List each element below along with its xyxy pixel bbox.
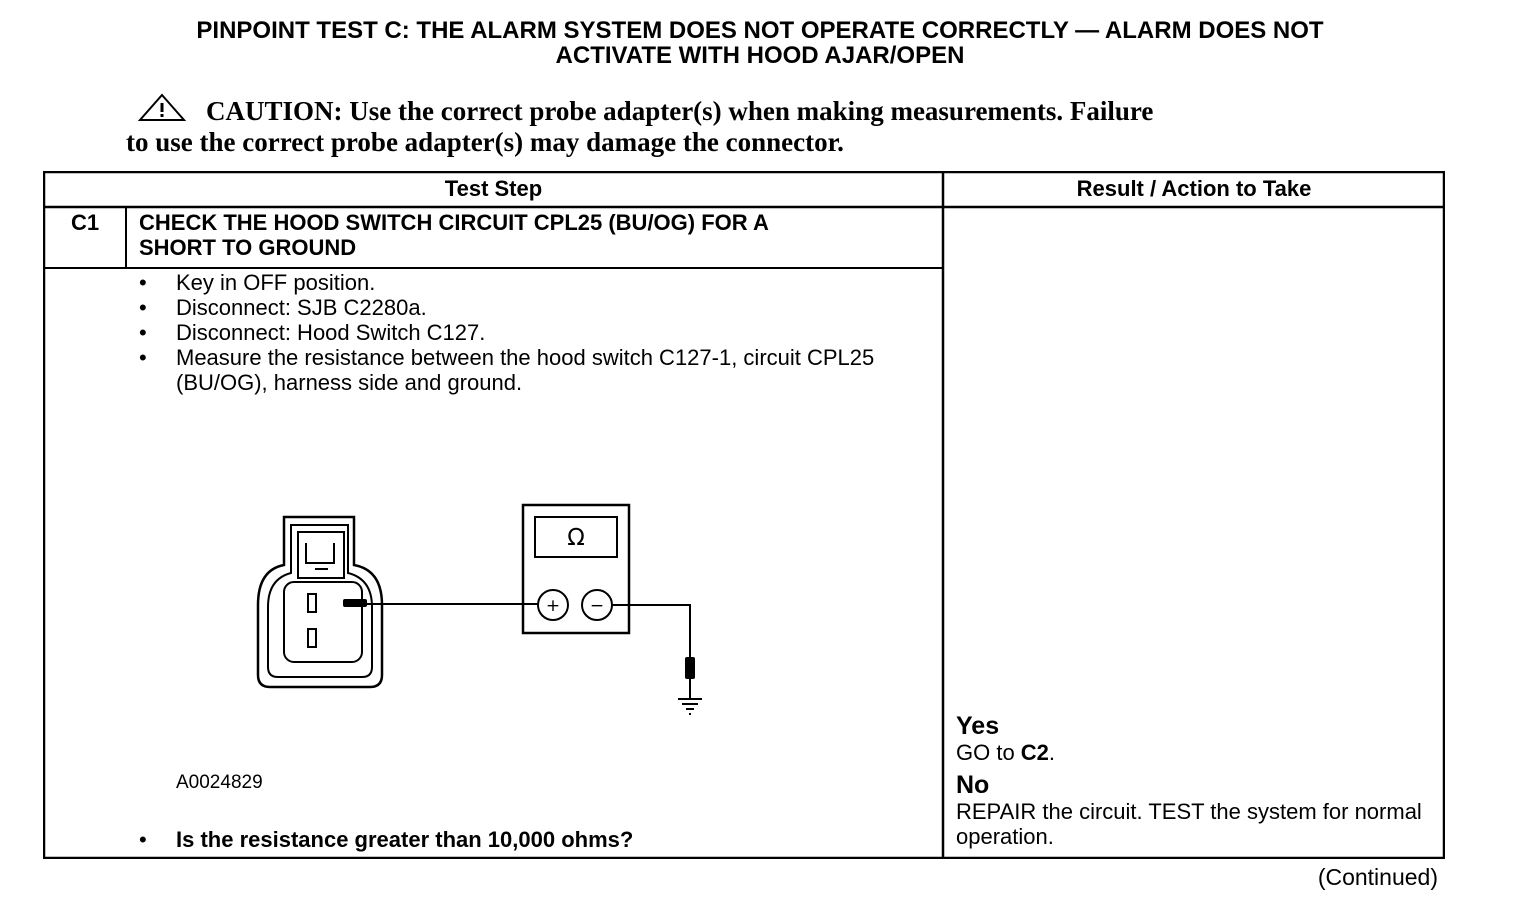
figure-id: A0024829 xyxy=(176,772,263,793)
step-instructions: Key in OFF position. Disconnect: SJB C22… xyxy=(139,270,929,395)
step-question: Is the resistance greater than 10,000 oh… xyxy=(139,827,633,853)
title-line-2: ACTIVATE WITH HOOD AJAR/OPEN xyxy=(555,42,965,69)
table-grid xyxy=(43,171,1445,859)
step-title-line-2: SHORT TO GROUND xyxy=(139,235,357,260)
caution-block: CAUTION: Use the correct probe adapter(s… xyxy=(126,93,1326,158)
yes-action-suffix: . xyxy=(1048,740,1056,765)
yes-target: C2 xyxy=(1020,740,1049,765)
caution-text-1: Use the correct probe adapter(s) when ma… xyxy=(349,96,1154,126)
ohmmeter: Ω + − xyxy=(521,503,631,635)
continued-label: (Continued) xyxy=(1317,864,1438,890)
no-action: REPAIR the circuit. TEST the system for … xyxy=(956,799,1422,849)
ground-symbol-icon xyxy=(678,698,702,715)
page-title: PINPOINT TEST C: THE ALARM SYSTEM DOES N… xyxy=(40,18,1480,68)
yes-action-text: GO to xyxy=(956,740,1021,765)
list-item: Measure the resistance between the hood … xyxy=(139,345,929,395)
plus-terminal-label: + xyxy=(546,596,560,616)
header-test-step: Test Step xyxy=(444,176,543,201)
step-title: CHECK THE HOOD SWITCH CIRCUIT CPL25 (BU/… xyxy=(139,210,929,260)
step-id: C1 xyxy=(70,210,100,235)
connector-c127 xyxy=(256,515,384,689)
probe-lead-negative xyxy=(612,604,695,698)
minus-terminal-label: − xyxy=(590,596,604,616)
warning-triangle-icon xyxy=(137,93,187,121)
step-title-line-1: CHECK THE HOOD SWITCH CIRCUIT CPL25 (BU/… xyxy=(139,210,769,235)
caution-text-2: to use the correct probe adapter(s) may … xyxy=(126,127,844,157)
caution-label: CAUTION: xyxy=(206,96,343,126)
probe-lead-positive xyxy=(343,599,538,607)
measurement-diagram: Ω + − xyxy=(256,503,702,715)
yes-action: GO to C2. xyxy=(956,740,1436,765)
list-item: Disconnect: Hood Switch C127. xyxy=(139,320,929,345)
no-label: No xyxy=(956,771,990,799)
list-item: Disconnect: SJB C2280a. xyxy=(139,295,929,320)
title-line-1: PINPOINT TEST C: THE ALARM SYSTEM DOES N… xyxy=(196,17,1324,44)
yes-label: Yes xyxy=(956,712,1000,740)
list-item: Key in OFF position. xyxy=(139,270,929,295)
test-table xyxy=(43,171,1445,859)
result-column: Yes GO to C2. No REPAIR the circuit. TES… xyxy=(956,712,1436,849)
ohm-symbol: Ω xyxy=(567,525,585,551)
header-result: Result / Action to Take xyxy=(1076,176,1312,201)
